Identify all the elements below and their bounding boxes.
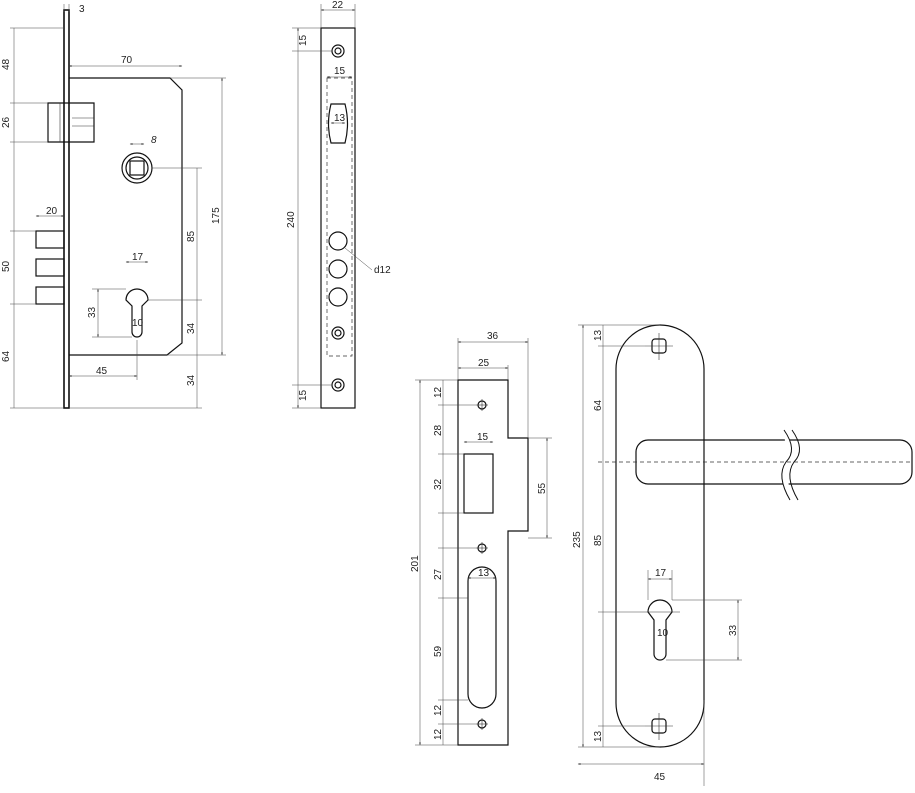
- faceplate-view: 22 15 15 13 240 d12 15: [286, 0, 391, 409]
- dim-faceplate-hole-top: 15: [298, 34, 309, 46]
- faceplate-screw-top: [331, 44, 345, 58]
- faceplate-screw-bottom: [331, 378, 345, 392]
- dim-handle-to-lever: 64: [593, 399, 604, 411]
- dim-lower-offset-a: 34: [186, 322, 197, 334]
- strike-plate-view: 36 25 15 13 12 28 32 27 59 12 12 201 55: [410, 331, 552, 746]
- strike-screw-1: [476, 399, 488, 411]
- dim-faceplate-width: 22: [332, 0, 344, 11]
- handle-view: 235 13 64 85 13 17 10 33 45: [572, 324, 913, 786]
- handle-backplate: [615, 324, 705, 748]
- dim-faceplate-length: 240: [286, 211, 297, 228]
- dim-bottom-offset: 64: [1, 350, 12, 362]
- strike-plate-outline: [457, 379, 529, 746]
- dim-strike-total-width: 36: [487, 331, 499, 342]
- dim-handle-screw-top: 13: [593, 329, 604, 341]
- dim-handle-lever-to-cylinder: 85: [593, 534, 604, 546]
- dim-cylinder-width: 17: [132, 252, 144, 263]
- dim-handle-total-height: 235: [572, 531, 583, 548]
- dim-strike-bolt-slot-width: 13: [478, 568, 490, 579]
- strike-screw-3: [476, 718, 488, 730]
- dim-strike-to-bolt-slot: 27: [433, 568, 444, 580]
- strike-bolt-slot: [467, 566, 497, 709]
- dim-spindle-square: 8: [151, 135, 157, 146]
- dim-strike-to-latch: 28: [433, 424, 444, 436]
- dim-offset-top: 48: [1, 58, 12, 70]
- dim-cylinder-bottom: 10: [132, 318, 144, 329]
- faceplate-outline: [320, 27, 356, 409]
- dim-faceplate-hole-bottom: 15: [298, 389, 309, 401]
- dim-bolt-throw: 20: [46, 206, 58, 217]
- lock-faceplate: [63, 9, 70, 409]
- dim-handle-cylinder-height: 33: [728, 624, 739, 636]
- dim-center-distance: 85: [186, 230, 197, 242]
- dim-strike-hole-spacing-a: 12: [433, 704, 444, 716]
- dim-strike-total-height: 201: [410, 555, 421, 572]
- strike-latch-slot: [463, 453, 494, 514]
- dim-strike-latch-slot-width: 15: [477, 432, 489, 443]
- lock-bolt-2: [35, 258, 65, 277]
- lock-body-view: 3 70 48 26 50 64 8 20 17 33 10 45: [1, 4, 226, 409]
- dim-strike-hole-spacing-b: 12: [433, 728, 444, 740]
- dim-strike-plate-width: 25: [478, 358, 490, 369]
- dim-handle-screw-bottom: 13: [593, 730, 604, 742]
- lock-bolt-3: [35, 286, 65, 305]
- dim-faceplate-latch-slot: 13: [334, 113, 346, 124]
- dim-latch-height: 26: [1, 116, 12, 128]
- dim-strike-latch-slot-height: 32: [433, 478, 444, 490]
- faceplate-bolt-hole-3: [328, 287, 348, 307]
- dim-cylinder-height: 33: [87, 306, 98, 318]
- dim-lock-total-height: 175: [211, 207, 222, 224]
- dim-faceplate-thickness: 3: [79, 4, 85, 15]
- dim-bolt-hole-dia: d12: [374, 265, 391, 276]
- handle-break-symbol: [781, 429, 792, 501]
- lock-housing: [69, 77, 183, 356]
- dim-backset: 45: [96, 366, 108, 377]
- dim-strike-lip-height: 55: [537, 482, 548, 494]
- dim-handle-cylinder-width: 17: [655, 568, 667, 579]
- dim-lock-width: 70: [121, 55, 133, 66]
- dim-handle-cylinder-bottom: 10: [657, 628, 669, 639]
- dim-handle-plate-width: 45: [654, 772, 666, 783]
- dim-faceplate-slot-width: 15: [334, 66, 346, 77]
- faceplate-latch-slot: [327, 103, 349, 144]
- dim-strike-hole-top: 12: [433, 386, 444, 398]
- lock-cylinder-profile: [125, 288, 149, 338]
- strike-screw-2: [476, 542, 488, 554]
- faceplate-screw-mid: [331, 326, 345, 340]
- dim-strike-bolt-slot-height: 59: [433, 645, 444, 657]
- lock-latch: [47, 102, 95, 143]
- lock-bolt-1: [35, 230, 65, 249]
- dim-lower-offset-b: 34: [186, 374, 197, 386]
- faceplate-bolt-hole-1: [328, 231, 348, 251]
- faceplate-bolt-hole-2: [328, 259, 348, 279]
- dim-bolt-block: 50: [1, 260, 12, 272]
